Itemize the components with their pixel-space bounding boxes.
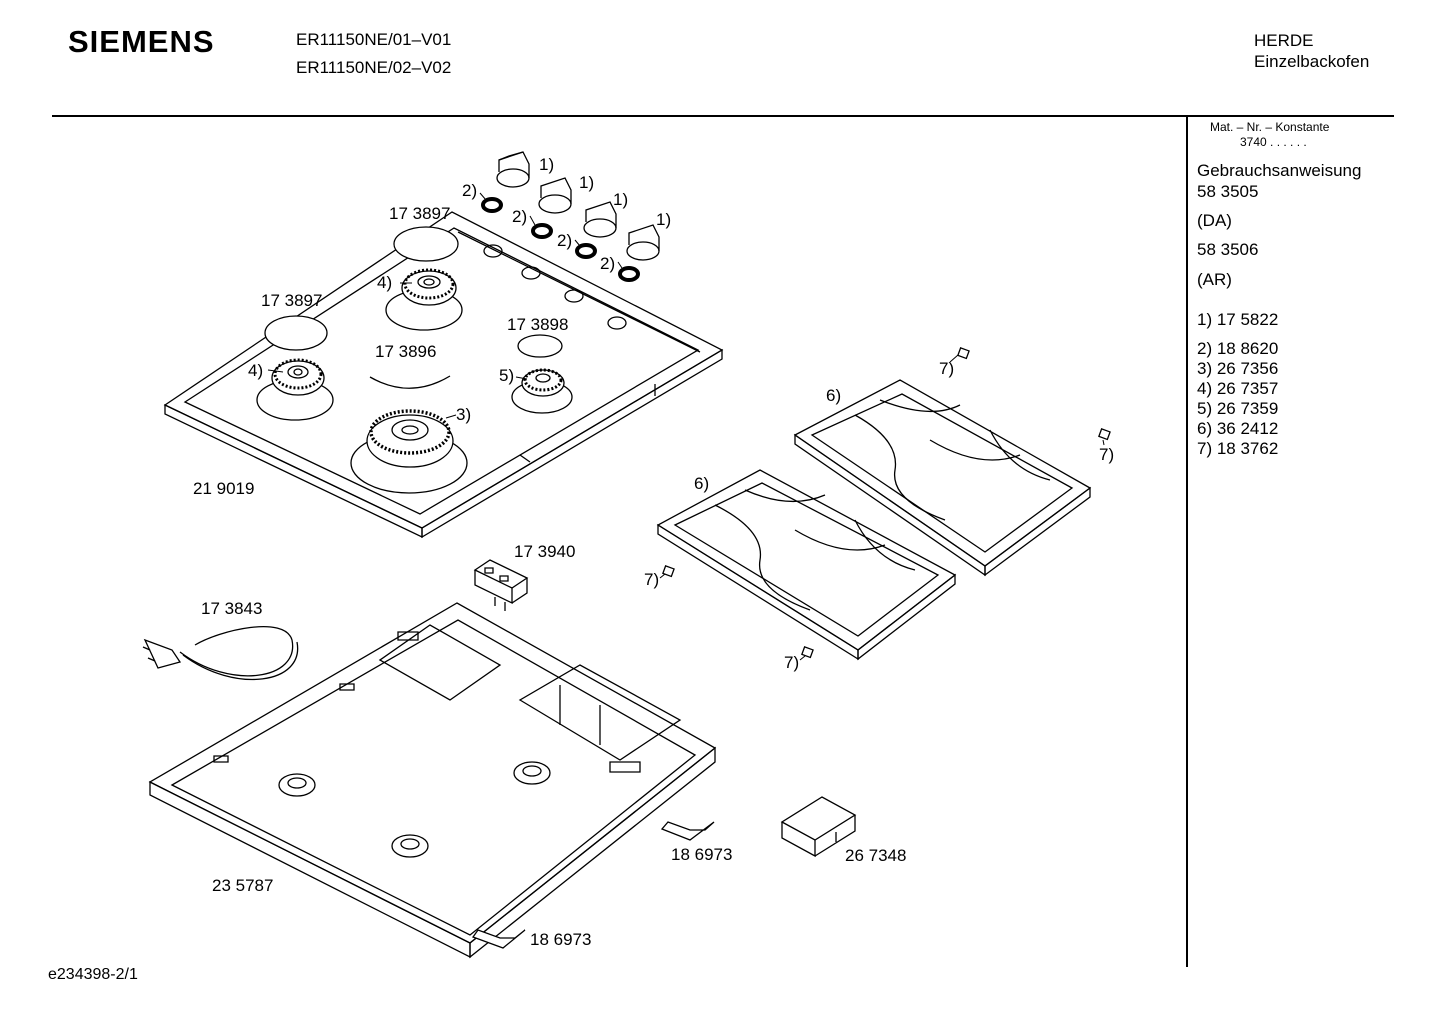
ref-5: 5): [499, 366, 515, 385]
label-186973-upper: 18 6973: [671, 845, 733, 864]
ref-7-c: 7): [644, 570, 660, 589]
burner-rear-left: [386, 227, 462, 330]
label-173843: 17 3843: [201, 599, 263, 618]
sidebar-divider: [1186, 116, 1188, 967]
model-number-2: ER11150NE/02–V02: [296, 58, 452, 77]
leader-lines: [268, 193, 1104, 660]
part-ref-3: 3) 26 7356: [1197, 359, 1279, 378]
clip-186973-upper: [662, 822, 714, 840]
manual-lang-1: (DA): [1197, 211, 1232, 230]
burner-large: [351, 376, 467, 493]
manual-label: Gebrauchsanweisung: [1197, 161, 1362, 180]
ref-2-seal-d: 2): [600, 254, 616, 273]
category-line-2: Einzelbackofen: [1254, 52, 1370, 71]
ref-3: 3): [456, 405, 472, 424]
part-ref-6: 6) 36 2412: [1197, 419, 1279, 438]
ref-2-seal-a: 2): [462, 181, 478, 200]
control-knobs: [483, 152, 659, 280]
manual-number-1: 58 3505: [1197, 182, 1259, 201]
brand-logo: SIEMENS: [68, 24, 215, 59]
exploded-view-drawing: [0, 0, 1185, 1000]
part-ref-2: 2) 18 8620: [1197, 339, 1279, 358]
bracket-173940: [475, 560, 527, 611]
hob-top-plate: [165, 212, 722, 537]
label-173940: 17 3940: [514, 542, 576, 561]
pan-support-rear: [795, 380, 1090, 575]
label-173897-front: 17 3897: [261, 291, 323, 310]
ref-1-knob-b: 1): [579, 173, 595, 192]
label-173897-rear: 17 3897: [389, 204, 451, 223]
label-235787: 23 5787: [212, 876, 274, 895]
clip-186973-lower: [473, 930, 525, 948]
burner-front-left: [257, 316, 333, 420]
ref-1-knob-a: 1): [539, 155, 555, 174]
mat-label: Mat. – Nr. – Konstante: [1210, 120, 1330, 134]
ref-4-rear: 4): [377, 273, 393, 292]
label-186973-lower: 18 6973: [530, 930, 592, 949]
part-ref-1: 1) 17 5822: [1197, 310, 1279, 329]
ref-1-knob-d: 1): [656, 210, 672, 229]
category-line-1: HERDE: [1254, 31, 1314, 50]
model-number-1: ER11150NE/01–V01: [296, 30, 452, 49]
ref-6-rear: 6): [826, 386, 842, 405]
rubber-feet: [663, 348, 1110, 658]
ref-1-knob-c: 1): [613, 190, 629, 209]
manual-lang-2: (AR): [1197, 270, 1232, 289]
ref-6-front: 6): [694, 474, 710, 493]
part-ref-5: 5) 26 7359: [1197, 399, 1279, 418]
ref-7-b: 7): [1099, 445, 1115, 464]
power-cord: [143, 627, 298, 680]
burner-small: [512, 335, 572, 413]
ref-7-d: 7): [784, 653, 800, 672]
label-173898: 17 3898: [507, 315, 569, 334]
label-219019: 21 9019: [193, 479, 255, 498]
terminal-box: [782, 797, 855, 856]
mat-value: 3740 . . . . . .: [1240, 135, 1307, 149]
part-ref-7: 7) 18 3762: [1197, 439, 1279, 458]
ref-2-seal-c: 2): [557, 231, 573, 250]
document-id: e234398-2/1: [48, 966, 138, 983]
header-divider: [52, 115, 1394, 117]
ref-7-a: 7): [939, 359, 955, 378]
manual-number-2: 58 3506: [1197, 240, 1259, 259]
label-173896: 17 3896: [375, 342, 437, 361]
label-267348: 26 7348: [845, 846, 907, 865]
base-tray: [150, 603, 715, 957]
pan-support-front: [658, 470, 955, 659]
part-ref-4: 4) 26 7357: [1197, 379, 1279, 398]
ref-4-front: 4): [248, 361, 264, 380]
ref-2-seal-b: 2): [512, 207, 528, 226]
